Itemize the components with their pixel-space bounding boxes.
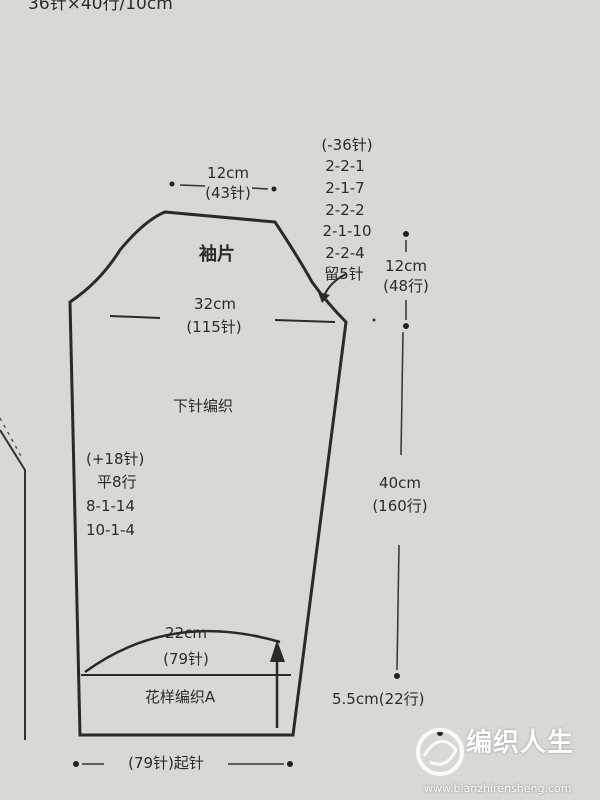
top-width-line-right (251, 187, 269, 190)
stitch-main: 下针编织 (172, 397, 234, 415)
cap-height-dot-top (403, 231, 409, 237)
cap-height-rows: (48行) (383, 277, 429, 295)
watermark-brand: 编织人生 (466, 728, 575, 758)
gauge-text: 36针×40行/10cm (28, 0, 173, 14)
body-height-line-top (400, 331, 404, 456)
cuff-pattern: 花样编织A (144, 688, 216, 706)
stray-dot (372, 318, 376, 322)
top-width-line-left (179, 184, 206, 187)
upper-width-line-right (274, 319, 336, 323)
cap-decrease-step: 2-2-2 (325, 201, 365, 219)
cap-remaining: 留5针 (324, 265, 364, 283)
side-increase-step: 平8行 (97, 473, 137, 491)
cap-decrease-step: 2-1-10 (322, 222, 372, 240)
cuff-arc (84, 629, 281, 674)
cap-decrease-step: 2-2-1 (325, 157, 365, 175)
side-increase-step: 8-1-14 (86, 497, 135, 515)
top-width-stitches: (43针) (205, 184, 251, 202)
cap-decrease-total: (-36针) (321, 136, 373, 154)
cap-height-cm: 12cm (385, 257, 427, 275)
adjacent-piece-outline (0, 429, 26, 740)
side-increase-total: (+18针) (86, 450, 145, 468)
cast-on: (79针)起针 (128, 754, 204, 772)
upper-width-stitches: (115针) (186, 318, 242, 336)
cap-decrease-step: 2-1-7 (325, 179, 365, 197)
upper-width-cm: 32cm (194, 295, 236, 313)
top-width-dot-left (169, 181, 175, 187)
body-height-rows: (160行) (372, 497, 428, 515)
cap-pointer (323, 273, 347, 297)
body-height-line-bottom (396, 544, 400, 671)
piece-title: 袖片 (199, 244, 235, 265)
cap-pointer-head (318, 292, 330, 303)
cuff-arrow-head (270, 640, 285, 662)
cast-on-dot-left (73, 761, 79, 767)
watermark-url: www.bianzhirensheng.com (424, 782, 572, 795)
cuff-width-stitches: (79针) (163, 650, 209, 668)
upper-width-line-left (109, 315, 161, 319)
cuff-height: 5.5cm(22行) (332, 690, 425, 708)
body-height-dot-top (403, 323, 409, 329)
adjacent-piece-dash (0, 417, 23, 459)
top-width-cm: 12cm (207, 164, 249, 182)
cap-decrease-step: 2-2-4 (325, 244, 365, 262)
sleeve-outline (68, 210, 348, 737)
top-width-dot-right (271, 186, 277, 192)
cuff-width-cm: 22cm (165, 624, 207, 642)
side-increase-step: 10-1-4 (86, 521, 135, 539)
cast-on-dot-right (287, 761, 293, 767)
body-height-cm: 40cm (379, 474, 421, 492)
cuff-height-dot-top (394, 673, 400, 679)
watermark-logo-icon (416, 728, 464, 776)
